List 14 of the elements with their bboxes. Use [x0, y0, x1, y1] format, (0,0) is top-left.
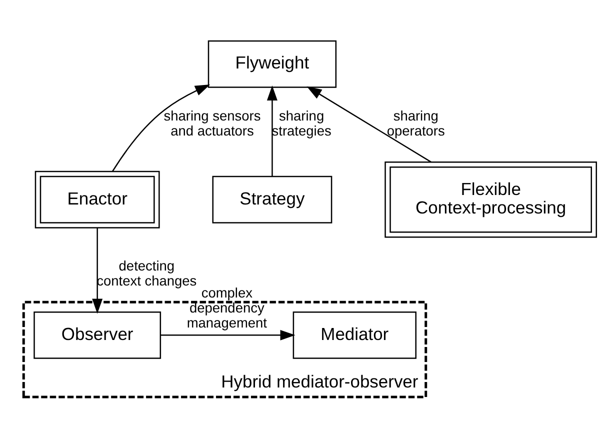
edge-label: sharing sensors and actuators	[164, 108, 261, 139]
node-box: Flyweight	[208, 40, 337, 88]
node-box: Enactor	[34, 170, 160, 228]
node-box: Flexible Context-processing	[384, 162, 597, 238]
arrow	[266, 85, 278, 176]
arrow	[112, 84, 210, 172]
node-box: Mediator	[292, 311, 416, 359]
arrow	[160, 330, 296, 340]
edge-label: complex dependency management	[186, 285, 268, 330]
arrow	[306, 86, 432, 163]
edge-label: sharing operators	[386, 108, 445, 139]
node-box: Observer	[34, 311, 162, 359]
arrow	[92, 228, 103, 314]
node-box: Strategy	[212, 176, 332, 224]
